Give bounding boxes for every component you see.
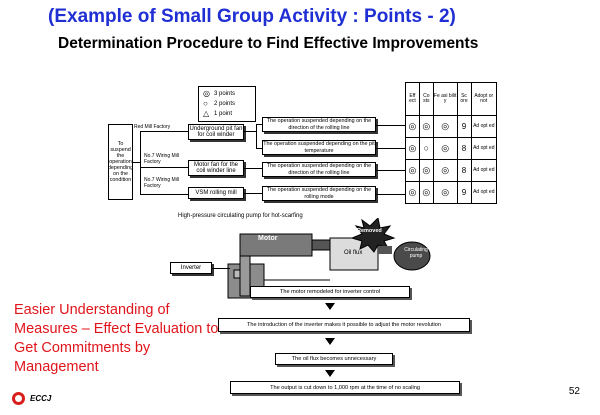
slide-title: (Example of Small Group Activity : Point… [48, 6, 456, 27]
logo-mark-icon [12, 392, 25, 405]
legend-item-1: △1 point [203, 109, 233, 118]
root-box: To suspend the operation depending on th… [108, 124, 133, 200]
circulating-pump-label: Circulating pump [404, 247, 428, 259]
header-adopt: Adopt or not [470, 82, 498, 116]
connector [244, 168, 262, 169]
connector [133, 162, 140, 163]
table-header-row: Eff ect Co sts Fe asi bilit y Sc ore Ado… [405, 82, 498, 116]
branch-label-1: Red Mill Factory [134, 124, 171, 130]
inverter-label: Inverter [170, 262, 212, 274]
flow-step-3: The oil flux becomes unnecessary [275, 353, 393, 365]
connector [376, 148, 406, 149]
connector [376, 125, 406, 126]
pump-shaft [378, 246, 392, 254]
connector [140, 167, 188, 168]
table-row: ◎ ◎ ◎ 8 Ad opt ed [405, 159, 498, 182]
circle-icon: ○ [203, 99, 208, 108]
right-box-1: The operation suspended depending on the… [262, 117, 376, 132]
connector [256, 148, 262, 149]
footnote-text: High-pressure circulating pump for hot-s… [178, 213, 303, 219]
connector [140, 131, 141, 194]
middle-box-2: Motor fan for the coil winder line [188, 160, 244, 176]
motor-shaft [311, 239, 331, 251]
flow-step-4: The output is cut down to 1,000 rpm at t… [230, 381, 460, 394]
logo-text: ECCJ [30, 394, 52, 403]
removed-label: Removed [357, 228, 382, 234]
points-legend: ◎3 points ○2 points △1 point [198, 86, 256, 122]
legend-item-2: ○2 points [203, 99, 236, 108]
triangle-icon: △ [203, 109, 210, 118]
flow-step-1: The motor remodeled for inverter control [250, 286, 410, 298]
callout-text: Easier Understanding of Measures – Effec… [14, 302, 219, 375]
connector [140, 194, 188, 195]
header-score: Sc ore [456, 82, 472, 116]
middle-box-1: Underground pit fan for coil winder [188, 124, 244, 140]
down-arrow-icon [325, 338, 335, 345]
slide-subtitle: Determination Procedure to Find Effectiv… [58, 35, 479, 52]
down-arrow-icon [325, 370, 335, 377]
oil-flux-label: Oil flux [344, 250, 363, 256]
connector [376, 170, 406, 171]
branch-label-3: No.7 Wiring Mill Factory [144, 177, 180, 189]
connector [376, 194, 406, 195]
stand [239, 255, 251, 297]
right-box-2: The operation suspended depending on the… [262, 140, 376, 155]
table-row: ◎ ○ ◎ 8 Ad opt ed [405, 137, 498, 160]
connector [212, 268, 230, 269]
table-row: ◎ ◎ ◎ 9 Ad opt ed [405, 115, 498, 138]
legend-item-3: ◎3 points [203, 89, 236, 98]
connector [256, 124, 257, 148]
middle-box-3: VSM rolling mill [188, 187, 244, 199]
flow-step-2: The introduction of the inverter makes i… [218, 318, 470, 332]
right-box-4: The operation suspended depending on the… [262, 186, 376, 201]
double-circle-icon: ◎ [203, 89, 210, 98]
down-arrow-icon [325, 303, 335, 310]
right-box-3: The operation suspended depending on the… [262, 162, 376, 177]
equipment-illustration [227, 218, 431, 299]
header-feasibility: Fe asi bilit y [432, 82, 458, 116]
header-effect: Eff ect [405, 82, 420, 116]
table-row: ◎ ◎ ◎ 9 Ad opt ed [405, 181, 498, 204]
eccj-logo: ECCJ [12, 392, 51, 405]
header-costs: Co sts [418, 82, 434, 116]
branch-label-2: No.7 Wiring Mill Factory [144, 153, 180, 165]
removed-burst [350, 218, 396, 253]
page-number: 52 [568, 386, 580, 397]
connector [244, 131, 256, 132]
pump-body [393, 241, 431, 271]
connector [140, 131, 188, 132]
connector [244, 193, 262, 194]
evaluation-table: Eff ect Co sts Fe asi bilit y Sc ore Ado… [405, 82, 498, 204]
motor-label: Motor [258, 235, 278, 242]
connector [256, 124, 262, 125]
